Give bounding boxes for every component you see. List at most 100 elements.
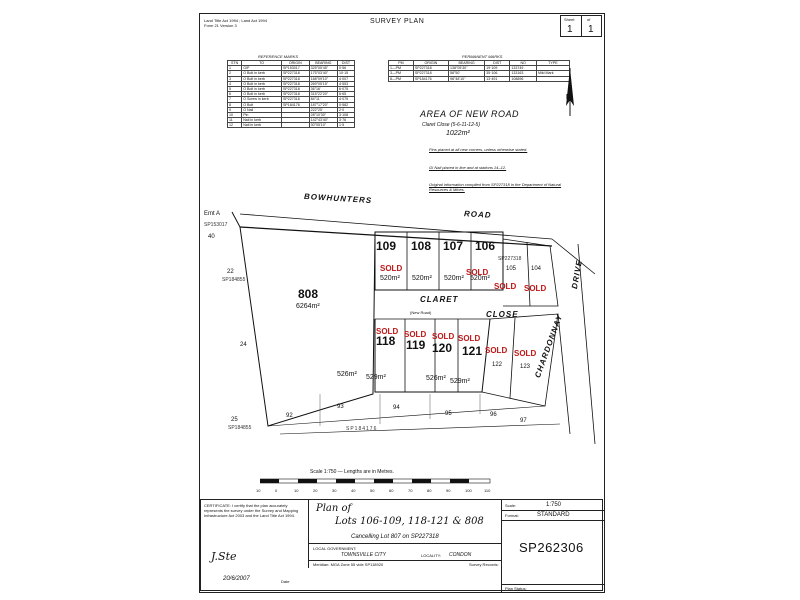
sp-ref-top: SP227318 xyxy=(498,256,522,262)
sheet-label: Sheet xyxy=(564,17,575,22)
sold-stamp-109: SOLD xyxy=(380,264,403,273)
plan-of-label: Plan of xyxy=(316,503,352,514)
sheet-of-label: of xyxy=(587,17,591,22)
lot-area-808: 6264m² xyxy=(296,303,320,310)
easement-sp: SP153017 xyxy=(204,222,228,228)
plan-heading: SURVEY PLAN xyxy=(370,18,425,25)
permanent-marks-cell: 13·491 xyxy=(484,75,511,82)
title-block: CERTIFICATE: I certify that the plan acc… xyxy=(200,499,604,592)
lots-105-104-block xyxy=(502,238,559,307)
meridian-line: Meridian: MGA Zone 55 vide SP118920 xyxy=(313,562,384,567)
note-3: Original information compiled from SP227… xyxy=(429,182,562,192)
lot-number-120: 120 xyxy=(432,341,453,355)
lot-number-108: 108 xyxy=(411,239,432,253)
north-label: N xyxy=(566,94,572,101)
scale-tick-label: 0 xyxy=(275,488,278,493)
locality-value: CONDON xyxy=(449,552,472,558)
lot-number-119: 119 xyxy=(406,338,426,352)
signature-date: 20/6/2007 xyxy=(223,576,250,582)
neighbour-lot-104: 104 xyxy=(531,266,542,272)
sp-ref-left-1: SP184855 xyxy=(222,277,246,283)
sold-stamp-105: SOLD xyxy=(494,282,517,291)
certificate-text: CERTIFICATE: I certify that the plan acc… xyxy=(204,503,299,518)
lot-area-109: 520m² xyxy=(380,275,400,282)
reference-marks-cell: 1·5 xyxy=(336,122,356,129)
neighbour-lot-92: 92 xyxy=(286,413,293,419)
note-2: GI Nail placed in line and at stations 1… xyxy=(429,165,507,170)
lot-area-108: 520m² xyxy=(412,275,432,282)
acts-line-2: Form 21 Version 3 xyxy=(204,23,237,28)
road-edge-north xyxy=(239,213,553,240)
sp-ref-bottom: SP184176 xyxy=(346,426,378,432)
road-label-claret: CLARET xyxy=(420,295,459,304)
reference-marks-title: REFERENCE MARKS xyxy=(258,54,299,59)
neighbour-lot-93: 93 xyxy=(337,404,344,410)
road-label-close: CLOSE xyxy=(486,310,519,319)
locality-label: LOCALITY: xyxy=(421,553,442,558)
scale-caption: Scale 1:750 — Lengths are in Metres. xyxy=(310,469,394,475)
sold-stamp-118: SOLD xyxy=(376,327,399,336)
road-edge-south xyxy=(239,226,553,247)
local-gov-label: LOCAL GOVERNMENT: xyxy=(313,546,357,551)
scale-bar xyxy=(260,478,491,484)
date-label: Date xyxy=(281,579,290,584)
scale-tick-label: 20 xyxy=(313,488,318,493)
scale-tick-label: 40 xyxy=(351,488,356,493)
plan-status-label: Plan Status: xyxy=(505,586,527,591)
lot-area-120: 526m² xyxy=(426,375,446,382)
surveyor-signature: J.Ste xyxy=(211,550,237,563)
south-lots-block xyxy=(374,318,491,393)
reference-marks-cell: Nail in kerb xyxy=(241,122,282,129)
acts-line-1: Land Title Act 1994 ; Land Act 1994 xyxy=(204,18,267,23)
road-label-road: ROAD xyxy=(463,209,492,220)
scale-label: Scale: xyxy=(505,503,517,508)
scale-tick-label: 60 xyxy=(389,488,394,493)
area-value: 1022m² xyxy=(446,130,470,137)
lots-line: Lots 106-109, 118-121 & 808 xyxy=(335,516,484,527)
scale-tick-label: 70 xyxy=(408,488,413,493)
sheet-divider xyxy=(581,16,582,36)
lot-number-106: 106 xyxy=(475,239,496,253)
lot-area-106: 520m² xyxy=(470,275,490,282)
local-gov-value: TOWNSVILLE CITY xyxy=(341,552,386,558)
scale-tick-label: 110 xyxy=(484,488,491,493)
survey-drawing xyxy=(231,211,596,445)
sheet-box: Sheet of 1 1 xyxy=(560,15,602,37)
road-label-new-road: (New Road) xyxy=(410,310,432,315)
sp-ref-left-2: SP184855 xyxy=(228,425,252,431)
permanent-marks-title: PERMANENT MARKS xyxy=(462,54,503,59)
sold-stamp-122: SOLD xyxy=(485,346,508,355)
scale-value: 1:750 xyxy=(546,502,562,508)
reference-marks-cell: 30°05'10" xyxy=(308,122,338,129)
lot-number-808: 808 xyxy=(298,287,319,301)
lot-number-121: 121 xyxy=(462,344,483,358)
sold-stamp-106: SOLD xyxy=(466,268,489,277)
sold-stamp-121: SOLD xyxy=(458,334,481,343)
lot-808-boundary xyxy=(231,211,376,427)
sold-stamp-119: SOLD xyxy=(404,330,427,339)
easement-label: Emt A xyxy=(204,211,221,217)
neighbour-lot-97: 97 xyxy=(520,418,527,424)
note-1: Pins placed at all new corners, unless o… xyxy=(429,147,528,152)
lot-area-119: 529m² xyxy=(366,374,386,381)
scale-tick-label: 10 xyxy=(256,488,261,493)
sheet-total: 1 xyxy=(588,24,594,35)
reference-marks-cell: 12 xyxy=(226,122,243,129)
format-value: STANDARD xyxy=(537,512,570,518)
lot-number-107: 107 xyxy=(443,239,464,253)
lot-area-118: 526m² xyxy=(337,371,357,378)
sheet-number: 1 xyxy=(567,24,573,35)
scale-tick-label: 80 xyxy=(427,488,432,493)
neighbour-lot-96: 96 xyxy=(490,412,497,418)
neighbour-lot-25: 25 xyxy=(231,417,238,423)
scale-tick-label: 90 xyxy=(446,488,451,493)
survey-plan-sheet: Land Title Act 1994 ; Land Act 1994 Form… xyxy=(199,13,605,593)
